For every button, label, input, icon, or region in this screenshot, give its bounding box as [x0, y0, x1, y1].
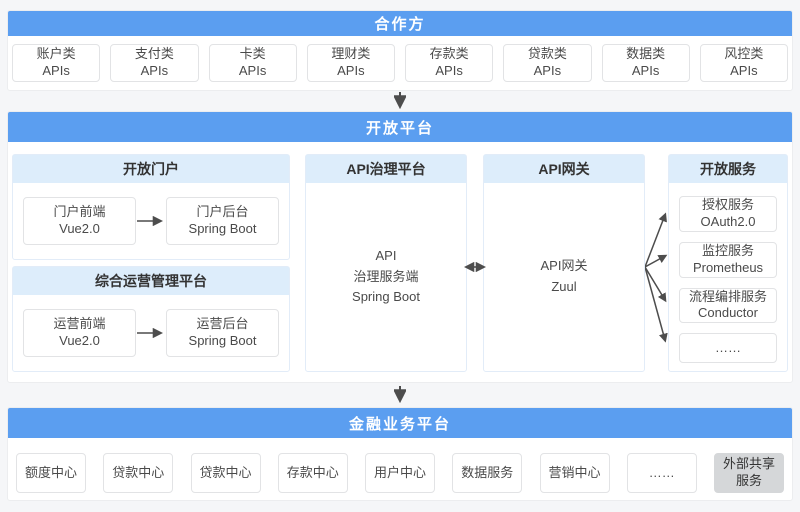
- api-box-loans: 贷款类 APIs: [503, 44, 592, 82]
- partners-api-row: 账户类 APIs 支付类 APIs 卡类 APIs 理财类 APIs 存款类 A…: [8, 36, 792, 90]
- double-arrow-icon: [463, 261, 487, 273]
- ops-backend-box: 运营后台 Spring Boot: [166, 309, 279, 357]
- portal-panel-title: 开放门户: [13, 155, 289, 183]
- portal-flow-arrow: [136, 216, 166, 226]
- arrow-open-to-finance: [7, 383, 793, 407]
- right-arrow-icon: [137, 216, 164, 226]
- open-platform-header: 开放平台: [8, 112, 792, 142]
- portal-backend-box: 门户后台 Spring Boot: [166, 197, 279, 245]
- api-box-payments: 支付类 APIs: [110, 44, 199, 82]
- service-auth-box: 授权服务 OAuth2.0: [679, 196, 777, 232]
- open-platform-body: 开放门户 门户前端 Vue2.0 门户后台 Spring Boot 综: [8, 142, 792, 382]
- service-monitoring-box: 监控服务 Prometheus: [679, 241, 777, 278]
- portal-panel-body: 门户前端 Vue2.0 门户后台 Spring Boot: [13, 183, 289, 259]
- ops-panel-title: 综合运营管理平台: [13, 267, 289, 295]
- ops-panel-body: 运营前端 Vue2.0 运营后台 Spring Boot: [13, 295, 289, 371]
- finance-platform-section: 金融业务平台 额度中心 贷款中心 贷款中心 存款中心 用户中心 数据服务 营销中…: [7, 407, 793, 501]
- partners-section: 合作方 账户类 APIs 支付类 APIs 卡类 APIs 理财类 APIs 存…: [7, 10, 793, 91]
- gateway-services-links: [645, 154, 668, 372]
- ops-frontend-box: 运营前端 Vue2.0: [23, 309, 136, 357]
- center-deposit: 存款中心: [277, 453, 348, 493]
- api-gateway-title: API网关: [484, 155, 644, 183]
- center-loan-1: 贷款中心: [103, 453, 174, 493]
- api-box-deposits: 存款类 APIs: [405, 44, 494, 82]
- portal-frontend-box: 门户前端 Vue2.0: [23, 197, 136, 245]
- center-more: ……: [626, 453, 697, 493]
- api-box-wealth: 理财类 APIs: [306, 44, 395, 82]
- api-box-data: 数据类 APIs: [601, 44, 690, 82]
- center-user: 用户中心: [365, 453, 435, 493]
- open-services-title: 开放服务: [669, 155, 787, 183]
- api-gateway-panel: API网关 API网关 Zuul: [483, 154, 645, 372]
- api-governance-panel: API治理平台 API 治理服务端 Spring Boot: [305, 154, 467, 372]
- service-orchestration-box: 流程编排服务 Conductor: [679, 287, 777, 324]
- fan-arrows-icon: [645, 212, 668, 343]
- portal-panel: 开放门户 门户前端 Vue2.0 门户后台 Spring Boot: [12, 154, 290, 260]
- center-data: 数据服务: [452, 453, 523, 493]
- down-arrow-icon: [394, 386, 406, 404]
- api-box-risk: 风控类 APIs: [699, 44, 788, 82]
- api-box-accounts: 账户类 APIs: [12, 44, 101, 82]
- finance-centers-row: 额度中心 贷款中心 贷款中心 存款中心 用户中心 数据服务 营销中心 …… 外部…: [8, 438, 792, 500]
- right-arrow-icon: [137, 328, 164, 338]
- left-column: 开放门户 门户前端 Vue2.0 门户后台 Spring Boot 综: [12, 154, 290, 372]
- partners-header: 合作方: [8, 11, 792, 36]
- down-arrow-icon: [394, 92, 406, 110]
- service-more-box: ……: [679, 333, 777, 364]
- api-box-cards: 卡类 APIs: [208, 44, 297, 82]
- finance-platform-header: 金融业务平台: [8, 408, 792, 438]
- api-governance-body: API 治理服务端 Spring Boot: [352, 247, 420, 305]
- open-platform-section: 开放平台 开放门户 门户前端 Vue2.0 门户后台 Spring Bo: [7, 111, 793, 383]
- center-loan-2: 贷款中心: [190, 453, 261, 493]
- api-governance-title: API治理平台: [306, 155, 466, 183]
- api-gateway-body: API网关 Zuul: [540, 258, 588, 294]
- center-external-shared: 外部共享 服务: [714, 453, 784, 493]
- governance-gateway-link: [463, 154, 487, 372]
- open-services-panel: 开放服务 授权服务 OAuth2.0 监控服务 Prometheus 流程编排服…: [668, 154, 788, 372]
- center-quota: 额度中心: [16, 453, 86, 493]
- open-services-body: 授权服务 OAuth2.0 监控服务 Prometheus 流程编排服务 Con…: [669, 183, 787, 379]
- center-marketing: 营销中心: [539, 453, 610, 493]
- ops-flow-arrow: [136, 328, 166, 338]
- ops-panel: 综合运营管理平台 运营前端 Vue2.0 运营后台 Spring Boot: [12, 266, 290, 372]
- arrow-partners-to-open: [7, 91, 793, 111]
- column-gap: [290, 154, 305, 372]
